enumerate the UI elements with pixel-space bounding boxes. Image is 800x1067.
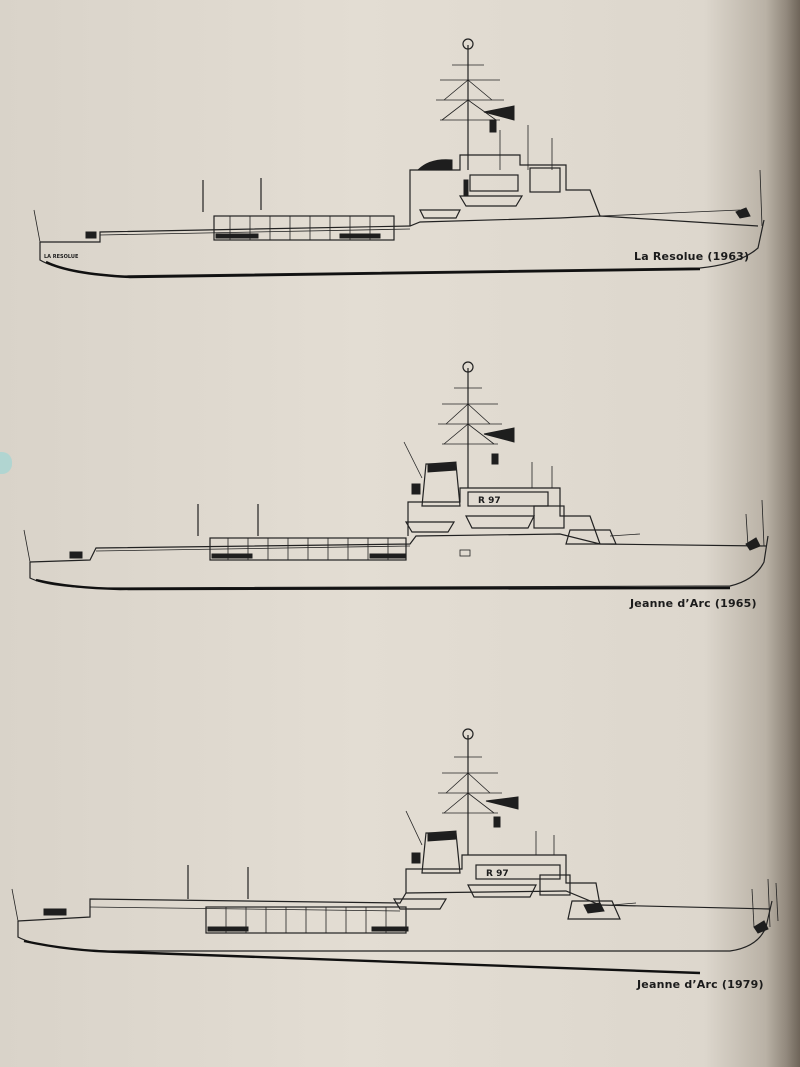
caption-jeanne-darc-1965: Jeanne d’Arc (1965)	[630, 597, 757, 610]
pennant-number: R 97	[478, 496, 501, 506]
ship-drawing-jeanne-darc-1965: R 97	[23, 361, 769, 591]
pennant-number: R 97	[486, 869, 509, 879]
ship-drawing-jeanne-darc-1979: R 97	[11, 728, 779, 975]
caption-jeanne-darc-1979: Jeanne d’Arc (1979)	[637, 978, 764, 991]
page-tab-marker	[0, 452, 12, 474]
svg-text:LA RESOLUE: LA RESOLUE	[44, 254, 79, 260]
page-binding-shadow	[766, 0, 800, 1067]
ship-drawing-la-resolue: LA RESOLUE	[33, 38, 765, 279]
caption-la-resolue: La Resolue (1963)	[634, 250, 750, 263]
